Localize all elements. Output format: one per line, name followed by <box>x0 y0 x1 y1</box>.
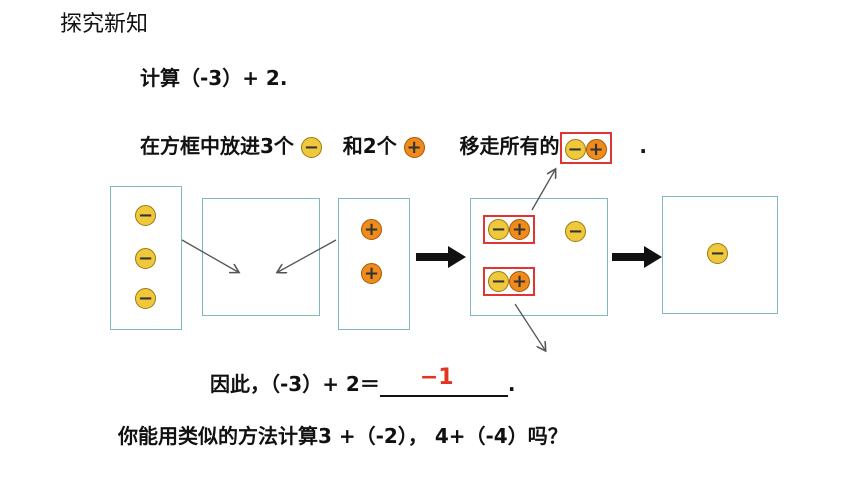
zero-pair-icon: −+ <box>483 215 535 244</box>
negative-chip-icon: − <box>488 271 509 292</box>
move-arrow-icon <box>181 239 238 272</box>
negative-chip-icon: − <box>135 205 156 226</box>
positive-chip-icon: + <box>361 263 382 284</box>
negative-chip-icon: − <box>707 243 728 264</box>
conclusion-text: 因此，（-3）+ 2＝ <box>210 372 380 396</box>
negative-chip-icon: − <box>565 221 586 242</box>
negative-chip-icon: − <box>300 137 322 158</box>
positive-chip-icon: + <box>509 219 530 240</box>
negative-chip-icon: − <box>135 288 156 309</box>
positive-chip-icon: + <box>361 219 382 240</box>
follow-up-question: 你能用类似的方法计算3 +（-2）， 4+（-4）吗？ <box>118 424 568 448</box>
remove-arrow-icon <box>531 170 555 211</box>
positive-chip-icon: + <box>585 138 607 160</box>
move-arrow-icon <box>278 239 337 272</box>
box-result: − <box>662 196 778 314</box>
conclusion-end: . <box>507 372 516 396</box>
negative-chip-icon: − <box>564 138 586 160</box>
box-combined: −+ − −+ <box>470 198 608 316</box>
zero-pair-icon: −+ <box>559 131 612 164</box>
instruction-part3: 移走所有的 <box>459 134 560 158</box>
zero-pair-icon: −+ <box>483 267 535 296</box>
box-negatives: − − − <box>110 186 182 330</box>
negative-chip-icon: − <box>135 248 156 269</box>
problem-statement: 计算（-3）+ 2. <box>140 66 288 90</box>
instruction-line: 在方框中放进3个 − 和2个 + 移走所有的−+ . <box>140 130 647 164</box>
negative-chip-icon: − <box>488 219 509 240</box>
conclusion-line: 因此，（-3）+ 2＝ −1. <box>210 365 516 397</box>
instruction-part1: 在方框中放进3个 <box>140 134 294 158</box>
remove-arrow-icon <box>514 303 545 350</box>
box-positives: + + <box>338 198 410 330</box>
step-arrow-icon <box>612 246 662 268</box>
positive-chip-icon: + <box>403 137 425 158</box>
answer-blank: −1 <box>379 365 508 397</box>
positive-chip-icon: + <box>509 271 530 292</box>
step-arrow-icon <box>416 246 466 268</box>
instruction-end: . <box>639 134 647 158</box>
instruction-part2: 和2个 <box>342 134 397 158</box>
section-title: 探究新知 <box>60 12 149 37</box>
box-empty <box>202 198 320 316</box>
answer-value: −1 <box>419 365 454 390</box>
